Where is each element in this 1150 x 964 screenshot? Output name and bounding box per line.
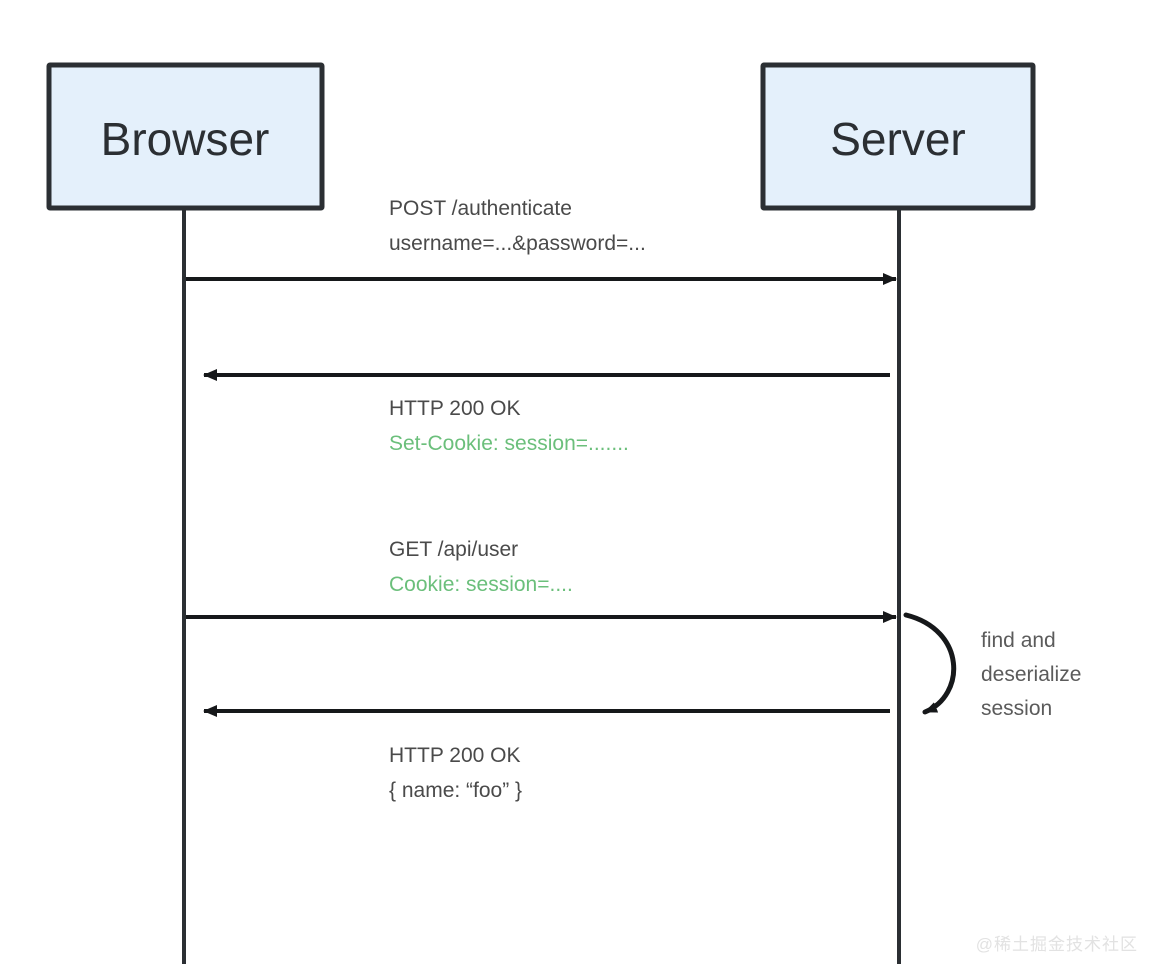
message-1-line-2: username=...&password=... xyxy=(389,232,646,255)
self-loop-arc-server xyxy=(903,612,957,715)
actor-label-browser: Browser xyxy=(101,113,270,165)
message-2-line-2: Set-Cookie: session=....... xyxy=(389,432,629,455)
actor-box-server[interactable] xyxy=(760,62,1036,211)
message-4-line-2: { name: “foo” } xyxy=(389,779,522,802)
actor-label-server: Server xyxy=(830,113,965,165)
message-3-line-2: Cookie: session=.... xyxy=(389,573,573,596)
message-2-line-1: HTTP 200 OK xyxy=(389,397,521,420)
watermark: @稀土掘金技术社区 xyxy=(976,935,1138,954)
self-loop-label-line-3: session xyxy=(981,697,1052,720)
message-3-line-1: GET /api/user xyxy=(389,538,518,561)
message-4-line-1: HTTP 200 OK xyxy=(389,744,521,767)
actor-box-browser[interactable] xyxy=(46,62,325,211)
message-1-line-1: POST /authenticate xyxy=(389,197,572,220)
self-loop-label-line-1: find and xyxy=(981,629,1056,652)
self-loop-label-line-2: deserialize xyxy=(981,663,1081,686)
